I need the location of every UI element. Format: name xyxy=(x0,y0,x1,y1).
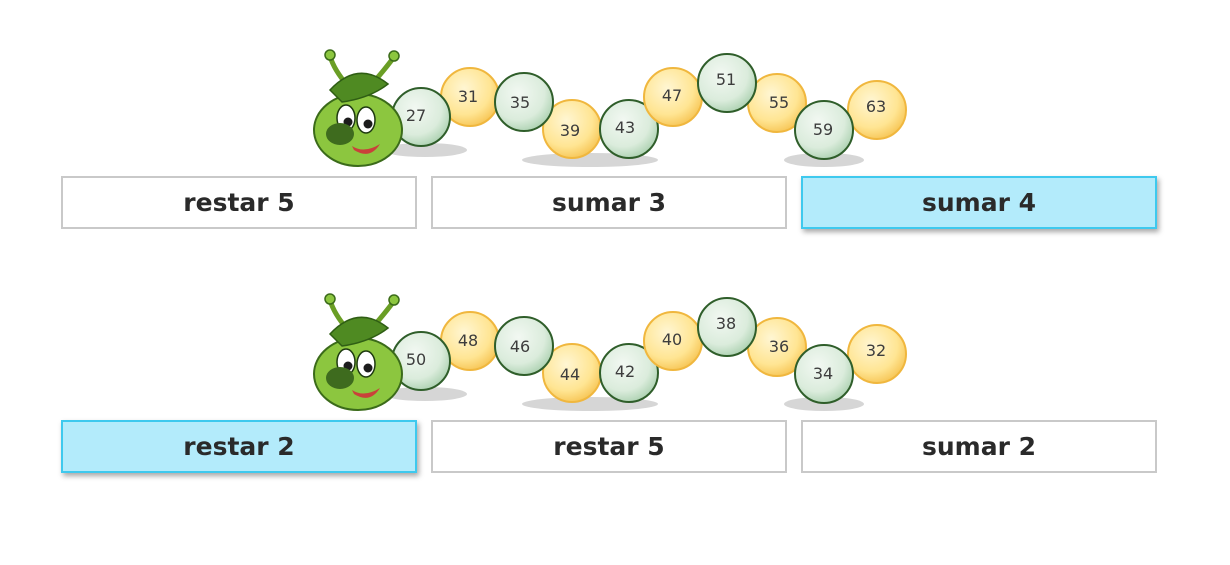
option-restar-5[interactable]: restar 5 xyxy=(61,176,417,229)
caterpillar-head xyxy=(313,293,403,411)
ball-5: 43 xyxy=(599,99,659,159)
caterpillar-sequence: 31 27 39 35 43 47 xyxy=(300,40,940,175)
ball-3: 35 xyxy=(494,72,554,132)
ball-number: 59 xyxy=(813,120,833,139)
caterpillar-head xyxy=(313,49,403,167)
exercise-2: 48 50 44 46 42 40 xyxy=(0,244,1230,484)
ball-10: 32 xyxy=(847,324,907,384)
option-restar-5[interactable]: restar 5 xyxy=(431,420,787,473)
ball-9: 34 xyxy=(794,344,854,404)
ball-number: 27 xyxy=(406,106,426,125)
ball-number: 31 xyxy=(458,87,478,106)
option-sumar-3[interactable]: sumar 3 xyxy=(431,176,787,229)
ball-5: 42 xyxy=(599,343,659,403)
ball-2: 31 xyxy=(440,67,500,127)
ball-number: 39 xyxy=(560,121,580,140)
ball-7: 38 xyxy=(697,297,757,357)
caterpillar-graphic: 31 27 39 35 43 47 xyxy=(313,49,907,167)
ball-4: 44 xyxy=(542,343,602,403)
ball-number: 44 xyxy=(560,365,580,384)
shadow xyxy=(383,387,467,401)
ball-8: 55 xyxy=(747,73,807,133)
caterpillar-graphic: 48 50 44 46 42 40 xyxy=(313,293,907,411)
ball-number: 50 xyxy=(406,350,426,369)
ball-number: 40 xyxy=(662,330,682,349)
ball-number: 51 xyxy=(716,70,736,89)
caterpillar-sequence: 48 50 44 46 42 40 xyxy=(300,284,940,419)
ball-number: 34 xyxy=(813,364,833,383)
option-sumar-2[interactable]: sumar 2 xyxy=(801,420,1157,473)
ball-number: 35 xyxy=(510,93,530,112)
option-restar-2[interactable]: restar 2 xyxy=(61,420,417,473)
option-sumar-4[interactable]: sumar 4 xyxy=(801,176,1157,229)
exercise-1: 31 27 39 35 43 47 xyxy=(0,0,1230,240)
ball-8: 36 xyxy=(747,317,807,377)
ball-number: 38 xyxy=(716,314,736,333)
ball-6: 47 xyxy=(643,67,703,127)
ball-9: 59 xyxy=(794,100,854,160)
ball-number: 55 xyxy=(769,93,789,112)
ball-number: 32 xyxy=(866,341,886,360)
ball-3: 46 xyxy=(494,316,554,376)
ball-10: 63 xyxy=(847,80,907,140)
ball-1: 27 xyxy=(391,87,451,147)
ball-6: 40 xyxy=(643,311,703,371)
ball-number: 46 xyxy=(510,337,530,356)
ball-number: 48 xyxy=(458,331,478,350)
ball-number: 43 xyxy=(615,118,635,137)
ball-number: 42 xyxy=(615,362,635,381)
ball-7: 51 xyxy=(697,53,757,113)
ball-number: 47 xyxy=(662,86,682,105)
ball-number: 63 xyxy=(866,97,886,116)
ball-number: 36 xyxy=(769,337,789,356)
shadow xyxy=(383,143,467,157)
